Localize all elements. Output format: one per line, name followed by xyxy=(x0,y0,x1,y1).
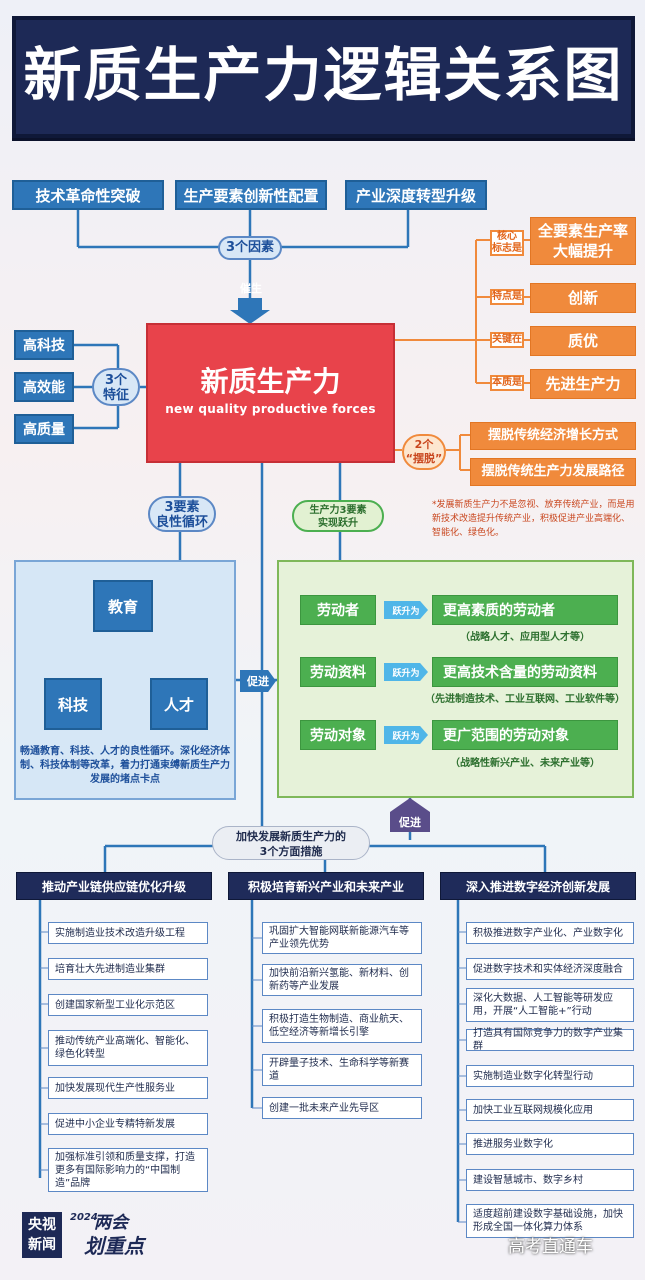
leap-label: 生产力3要素 实现跃升 xyxy=(292,500,384,532)
factors-label: 3个因素 xyxy=(218,236,282,260)
promote-arrow-up-label: 促进 xyxy=(390,812,430,832)
attr-value-quality: 质优 xyxy=(530,326,636,356)
core-title-cn: 新质生产力 xyxy=(200,365,341,398)
feature-high-tech: 高科技 xyxy=(14,330,74,360)
leap-jump-3: 跃升为 xyxy=(384,726,428,744)
measure-3-item: 推进服务业数字化 xyxy=(466,1133,634,1155)
promote-arrow-right: 促进 xyxy=(240,670,276,692)
measure-3-item: 加快工业互联网规模化应用 xyxy=(466,1099,634,1121)
measure-1-item: 加强标准引领和质量支撑，打造更多有国际影响力的“中国制造”品牌 xyxy=(48,1148,208,1192)
leap-sub-object: （战略性新兴产业、未来产业等） xyxy=(450,758,600,769)
leap-to-laborer: 更高素质的劳动者 xyxy=(432,595,618,625)
attr-value-advanced: 先进生产力 xyxy=(530,369,636,399)
feature-high-quality: 高质量 xyxy=(14,414,74,444)
measure-1-item: 创建国家新型工业化示范区 xyxy=(48,994,208,1016)
arrow-down-icon xyxy=(230,298,270,324)
leap-from-means: 劳动资料 xyxy=(300,657,376,687)
spawn-label: 催生 xyxy=(240,282,262,295)
watermark: 高考直通车 xyxy=(508,1237,593,1257)
leap-sub-means: （先进制造技术、工业互联网、工业软件等） xyxy=(425,694,625,705)
cycle-description: 畅通教育、科技、人才的良性循环。深化经济体制、科技体制等改革，着力打通束缚新质生… xyxy=(20,746,230,785)
features-label-line2: 特征 xyxy=(102,388,129,403)
measure-1-item: 促进中小企业专精特新发展 xyxy=(48,1113,208,1135)
measure-3-item: 促进数字技术和实体经济深度融合 xyxy=(466,958,634,980)
cycle-node-talent: 人才 xyxy=(150,678,208,730)
attr-label-core-mark-text: 核心 标志是 xyxy=(492,231,522,254)
measure-3-item: 适度超前建设数字基础设施，加快形成全国一体化算力体系 xyxy=(466,1204,634,1238)
measure-col-1-head: 推动产业链供应链优化升级 xyxy=(16,872,212,900)
measure-2-item: 巩固扩大智能网联新能源汽车等产业领先优势 xyxy=(262,922,422,954)
measure-2-item: 加快前沿新兴氢能、新材料、创新药等产业发展 xyxy=(262,964,422,996)
breakaway-label-line2: “摆脱” xyxy=(405,452,443,465)
core-box xyxy=(146,323,395,463)
factor-box-1: 技术革命性突破 xyxy=(12,180,164,210)
page-title: 新质生产力逻辑关系图 xyxy=(23,41,624,109)
breakaway-note: *发展新质生产力不是忽视、放弃传统产业，而是用新技术改造提升传统产业，积极促进产… xyxy=(432,500,635,538)
attr-label-key: 关键在 xyxy=(490,332,524,348)
leap-from-laborer: 劳动者 xyxy=(300,595,376,625)
measures-title: 加快发展新质生产力的 3个方面措施 xyxy=(212,826,370,860)
title-banner xyxy=(12,16,635,138)
measure-2-item: 开辟量子技术、生命科学等新赛道 xyxy=(262,1054,422,1086)
cctv-logo-line2: 新闻 xyxy=(28,1237,56,1253)
measures-title-line2: 3个方面措施 xyxy=(259,845,323,858)
measure-3-item: 建设智慧城市、数字乡村 xyxy=(466,1169,634,1191)
measure-2-item: 创建一批未来产业先导区 xyxy=(262,1097,422,1119)
measure-col-3-head: 深入推进数字经济创新发展 xyxy=(440,872,636,900)
features-label: 3个 特征 xyxy=(92,368,140,406)
measure-1-item: 加快发展现代生产性服务业 xyxy=(48,1077,208,1099)
breakaway-label: 2个 “摆脱” xyxy=(402,434,446,470)
measure-1-item: 实施制造业技术改造升级工程 xyxy=(48,922,208,944)
leap-sub-laborer: （战略人才、应用型人才等） xyxy=(460,632,590,643)
cctv-news-logo: 央视 新闻 xyxy=(22,1212,62,1258)
cycle-node-education: 教育 xyxy=(93,580,153,632)
leap-jump-1: 跃升为 xyxy=(384,601,428,619)
cycle-label-line1: 3要素 xyxy=(164,500,200,515)
attr-value-tfp: 全要素生产率 大幅提升 xyxy=(530,217,636,265)
promote-arrow-right-label: 促进 xyxy=(247,675,269,688)
attr-value-tfp-text: 全要素生产率 大幅提升 xyxy=(537,222,628,260)
breakaway-item-2: 摆脱传统生产力发展路径 xyxy=(470,458,636,486)
measure-3-item: 实施制造业数字化转型行动 xyxy=(466,1065,634,1087)
measure-3-item: 积极推进数字产业化、产业数字化 xyxy=(466,922,634,944)
logo-lianghui: 两会 xyxy=(94,1213,128,1233)
measure-2-item: 积极打造生物制造、商业航天、低空经济等新增长引擎 xyxy=(262,1009,422,1043)
breakaway-item-1: 摆脱传统经济增长方式 xyxy=(470,422,636,450)
leap-jump-2: 跃升为 xyxy=(384,663,428,681)
leap-to-object: 更广范围的劳动对象 xyxy=(432,720,618,750)
breakaway-label-line1: 2个 xyxy=(414,438,434,451)
leap-to-means: 更高技术含量的劳动资料 xyxy=(432,657,618,687)
features-label-line1: 3个 xyxy=(104,373,128,388)
core-title-en: new quality productive forces xyxy=(165,402,376,416)
cycle-label-line2: 良性循环 xyxy=(155,515,208,530)
logo-huazhongdian: 划重点 xyxy=(84,1234,144,1258)
measure-3-item: 深化大数据、人工智能等研发应用，开展“人工智能+”行动 xyxy=(466,988,634,1022)
measure-col-2-head: 积极培育新兴产业和未来产业 xyxy=(228,872,424,900)
attr-value-innovation: 创新 xyxy=(530,283,636,313)
leap-label-line1: 生产力3要素 xyxy=(309,505,367,516)
leap-from-object: 劳动对象 xyxy=(300,720,376,750)
attr-label-essence: 本质是 xyxy=(490,375,524,391)
measure-3-item: 打造具有国际竞争力的数字产业集群 xyxy=(466,1028,634,1052)
cctv-logo-line1: 央视 xyxy=(28,1217,56,1233)
measure-1-item: 推动传统产业高端化、智能化、绿色化转型 xyxy=(48,1030,208,1066)
factor-box-3: 产业深度转型升级 xyxy=(345,180,487,210)
feature-high-efficiency: 高效能 xyxy=(14,372,74,402)
attr-label-feature: 特点是 xyxy=(490,289,524,305)
cycle-label: 3要素 良性循环 xyxy=(148,496,216,532)
measure-1-item: 培育壮大先进制造业集群 xyxy=(48,958,208,980)
cycle-node-technology: 科技 xyxy=(44,678,102,730)
measures-title-line1: 加快发展新质生产力的 xyxy=(236,830,346,843)
logo-year: 2024 xyxy=(70,1212,98,1223)
factor-box-2: 生产要素创新性配置 xyxy=(175,180,327,210)
attr-label-core-mark: 核心 标志是 xyxy=(490,230,524,256)
leap-label-line2: 实现跃升 xyxy=(318,518,358,529)
